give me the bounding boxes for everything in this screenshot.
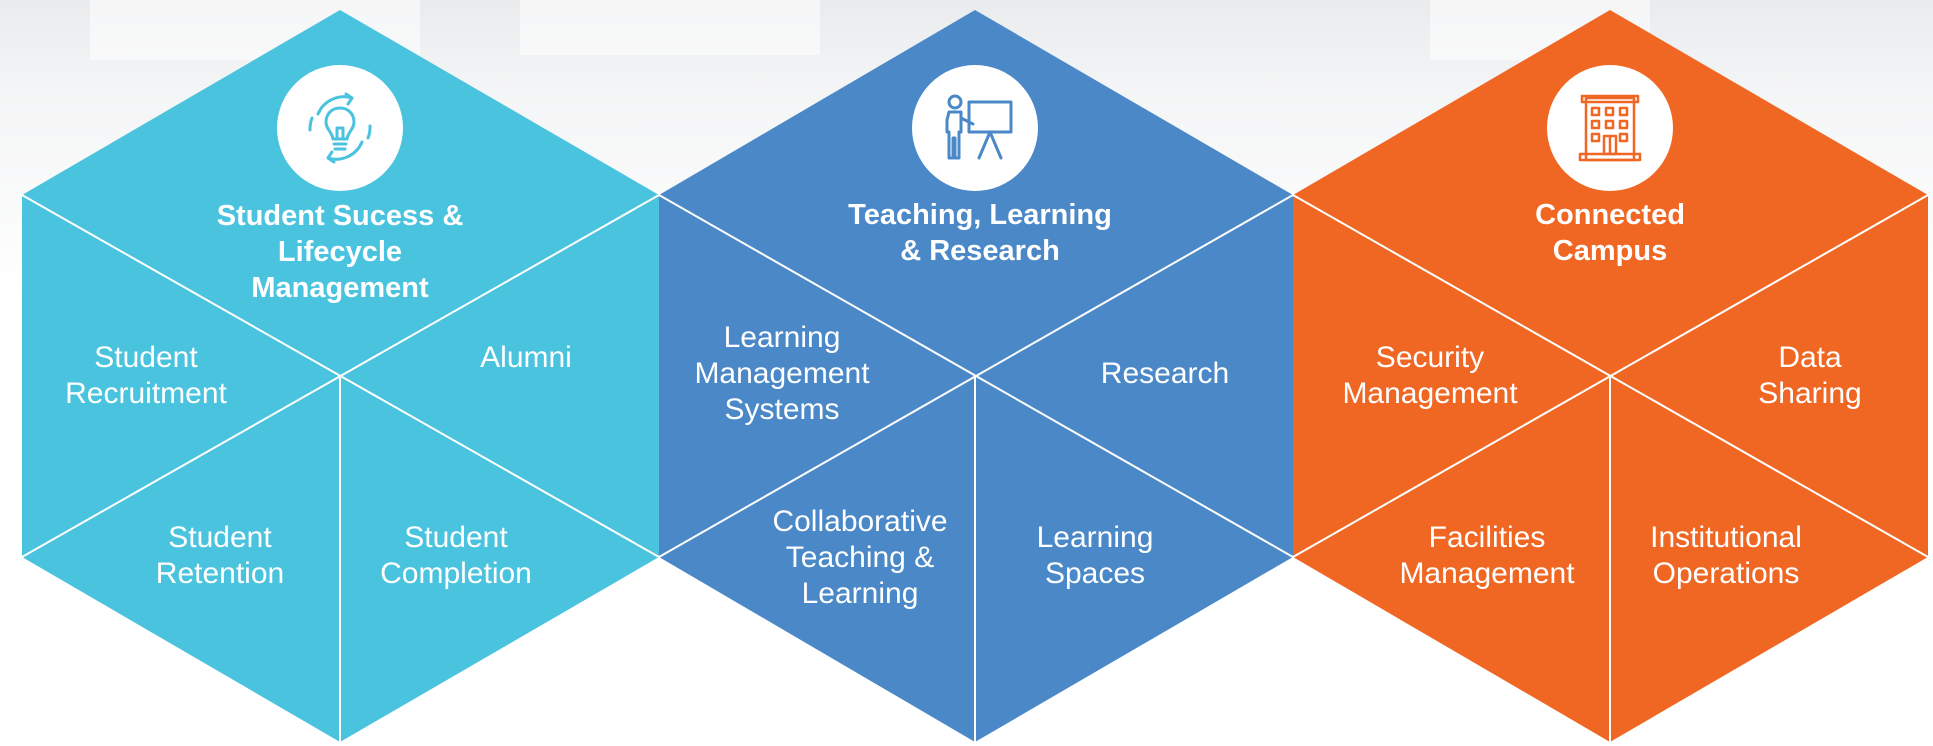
building-icon [1578,94,1642,162]
hexagon-connected-campus [1292,10,1929,742]
icon-badge [1547,65,1673,191]
hexagon-dividers [21,194,660,742]
icon-badge [912,65,1038,191]
icon-badge [277,65,403,191]
hexagon-title: Teaching, Learning& Research [848,199,1112,267]
hexagon-dividers [1292,194,1929,742]
segment-label: Research [1100,357,1230,390]
hexagon-student-success [21,10,660,742]
presenter-board-icon [945,94,1013,160]
segment-label: Alumni [480,341,572,374]
hexagon-teaching-learning [658,10,1294,742]
lightbulb-cycle-icon [308,92,372,164]
background-block [520,0,820,55]
hexagon-dividers [658,194,1294,742]
